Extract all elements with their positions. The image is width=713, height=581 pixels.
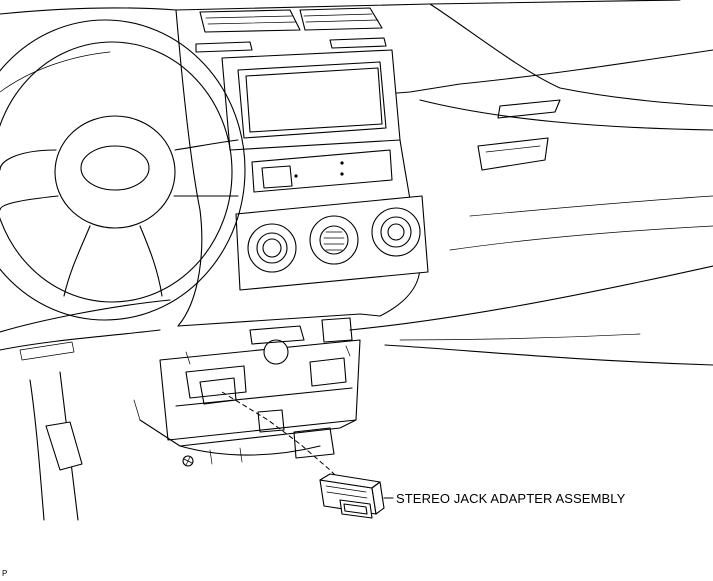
top-vent-right <box>299 7 383 31</box>
lower-left-dash <box>0 299 171 521</box>
figure-code: P <box>2 569 8 578</box>
screw-icon <box>182 455 194 467</box>
callout-label: STEREO JACK ADAPTER ASSEMBLY <box>396 491 626 506</box>
stereo-jack-adapter-icon <box>319 473 385 519</box>
center-display <box>221 49 401 151</box>
steering-wheel-icon <box>0 19 246 321</box>
climate-panel <box>175 9 429 327</box>
button-strip <box>251 149 393 193</box>
lower-console <box>133 313 381 465</box>
top-vent-left <box>199 9 301 33</box>
